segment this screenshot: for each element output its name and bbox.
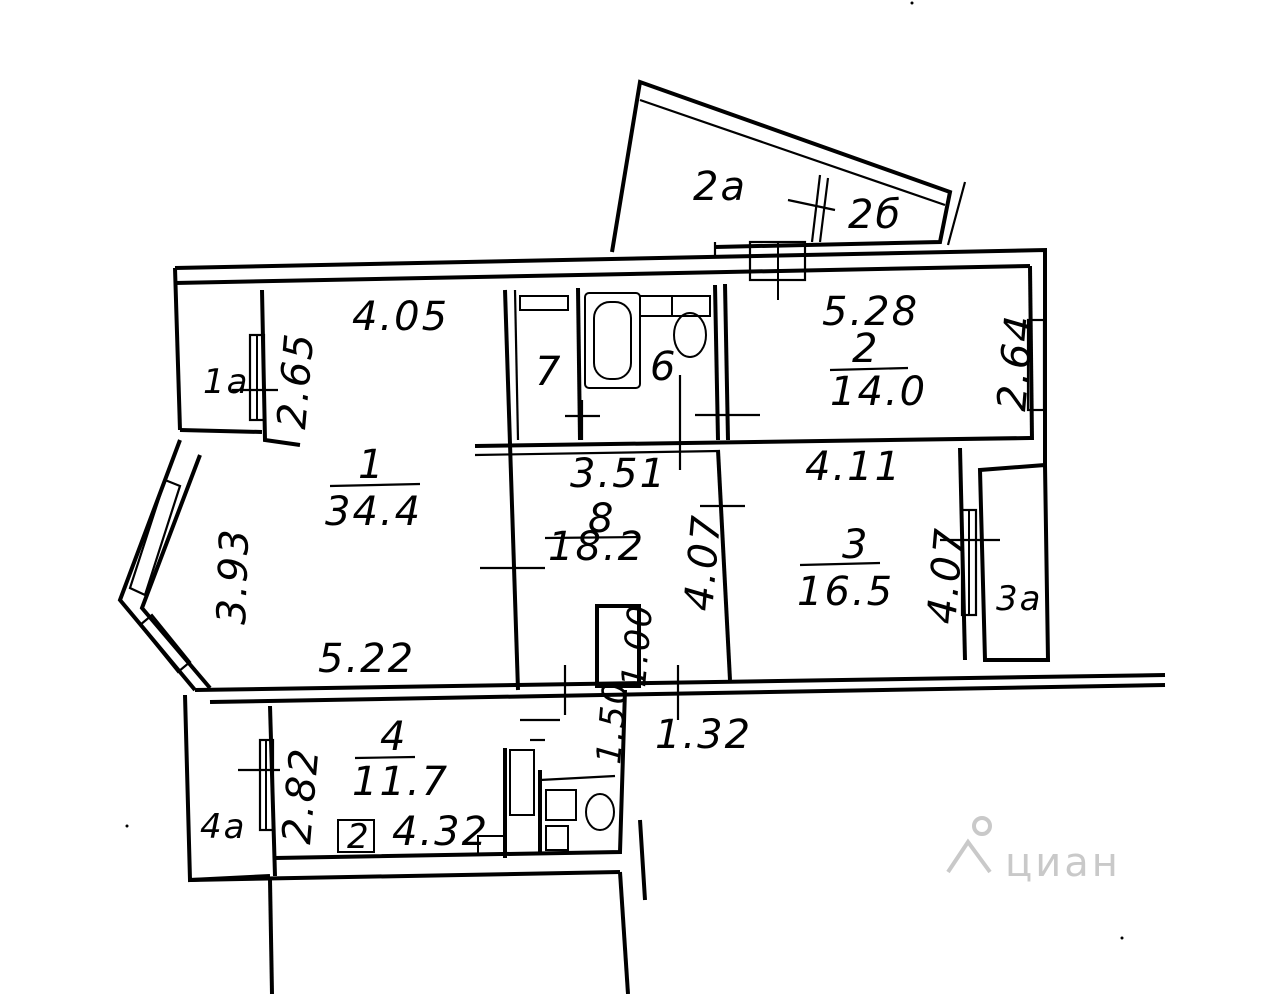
wall-1-8 bbox=[503, 289, 520, 691]
wall-4-bottom bbox=[274, 689, 627, 860]
balcony-rail bbox=[639, 98, 946, 207]
room-4-area: 11.7 bbox=[352, 759, 449, 805]
wall-6-2 bbox=[713, 284, 720, 441]
dim-8-top: 3.51 bbox=[570, 451, 667, 497]
wall-mid bbox=[194, 673, 1166, 692]
speck-2 bbox=[125, 824, 129, 828]
dim-closet: 1.00 bbox=[614, 602, 661, 689]
wall-riser bbox=[618, 871, 630, 994]
room-2b-number: 2б bbox=[848, 192, 902, 238]
kitchen-counter bbox=[509, 749, 535, 816]
wall-3a bbox=[977, 463, 1051, 662]
wall-corridor-top bbox=[474, 436, 1031, 448]
stove-symbol: 2 bbox=[347, 817, 371, 857]
room-3-area: 16.5 bbox=[797, 569, 894, 615]
kitchen-sink bbox=[477, 835, 505, 855]
room-4-fraction bbox=[354, 755, 416, 760]
dim-2-side: 2.64 bbox=[989, 312, 1043, 413]
room-2-fraction bbox=[829, 366, 909, 372]
balcony-divider bbox=[810, 174, 822, 243]
room-1-area: 34.4 bbox=[325, 489, 422, 535]
windows bbox=[128, 240, 1046, 832]
wc-box bbox=[545, 825, 569, 851]
wall-left-1a bbox=[173, 267, 182, 431]
fixtures: 2 bbox=[337, 292, 711, 857]
window-2 bbox=[1026, 318, 1046, 412]
room-2a-number: 2a bbox=[693, 164, 747, 210]
dim-4-bottom: 4.32 bbox=[392, 809, 489, 855]
watermark-text: циан bbox=[1005, 840, 1121, 886]
room-8-area: 18.2 bbox=[548, 524, 645, 570]
wall-4a bbox=[183, 694, 271, 883]
room-8-number: 8 bbox=[588, 496, 615, 542]
room-4-number: 4 bbox=[380, 714, 407, 760]
dim-4a-height: 2.82 bbox=[274, 745, 328, 846]
dim-8-side: 4.07 bbox=[676, 512, 730, 613]
wc-sink bbox=[545, 789, 577, 821]
speck-3 bbox=[1120, 936, 1124, 940]
room-3-fraction bbox=[799, 561, 881, 567]
room-6-number: 6 bbox=[650, 344, 677, 390]
toilet-bowl bbox=[673, 312, 707, 358]
bathtub-inner bbox=[593, 301, 632, 380]
watermark: циан bbox=[946, 816, 1121, 886]
wall-mid-inner bbox=[209, 683, 1166, 704]
room-8-fraction bbox=[544, 535, 641, 540]
room-4a-number: 4a bbox=[200, 807, 246, 847]
scan-specks bbox=[125, 1, 1124, 940]
closet bbox=[595, 604, 641, 688]
toilet-tank bbox=[671, 295, 711, 317]
tick-2a bbox=[787, 198, 836, 212]
balcony-2a bbox=[610, 79, 967, 257]
room-1-fraction bbox=[329, 482, 421, 488]
wall-4-outer bbox=[189, 870, 621, 882]
dim-1-top: 4.05 bbox=[352, 294, 449, 340]
speck-1 bbox=[910, 1, 914, 5]
wall-riser-b bbox=[638, 819, 647, 901]
room-1-number: 1 bbox=[358, 442, 385, 488]
wall-2-left bbox=[723, 283, 730, 441]
balcony-divider-b bbox=[818, 177, 830, 243]
stove bbox=[337, 819, 375, 853]
wall-top-inner bbox=[174, 264, 1031, 285]
room-2-number: 2 bbox=[852, 326, 879, 372]
wall-7-left bbox=[513, 289, 520, 441]
window-bay-2 bbox=[138, 613, 192, 674]
dim-2-top: 5.28 bbox=[822, 289, 919, 335]
wall-lower-left bbox=[268, 879, 274, 994]
room-labels: 1 34.4 1a 2 14.0 2a 2б 3 16.5 3a 4 11.7 … bbox=[200, 164, 1042, 847]
room-1a-number: 1a bbox=[203, 362, 249, 402]
dimension-labels: 4.05 2.65 3.93 5.22 5.28 2.64 3.51 4.07 … bbox=[209, 289, 1043, 855]
sink-bath bbox=[639, 295, 673, 317]
room-7-number: 7 bbox=[535, 349, 562, 395]
watermark-logo-icon bbox=[946, 816, 992, 874]
balcony-outline bbox=[610, 79, 953, 253]
dim-1-bottom: 5.22 bbox=[318, 636, 415, 682]
dim-1a-height: 2.65 bbox=[269, 330, 323, 431]
dim-hall: 1.32 bbox=[655, 712, 752, 758]
bathtub bbox=[584, 292, 641, 389]
ticks bbox=[232, 198, 1000, 772]
dim-3-side: 4.07 bbox=[919, 525, 973, 626]
window-bay-1 bbox=[128, 478, 182, 597]
wall-8-3 bbox=[716, 449, 732, 681]
room-2-area: 14.0 bbox=[830, 369, 927, 415]
dim-entry: 1.50 bbox=[589, 679, 636, 766]
wall-wc-top bbox=[539, 774, 616, 782]
shelf-7 bbox=[519, 295, 569, 311]
dim-1-bay: 3.93 bbox=[209, 527, 258, 626]
dim-3-top: 4.11 bbox=[805, 444, 902, 490]
wall-bay-inner bbox=[139, 454, 212, 690]
balcony-edge bbox=[946, 181, 967, 246]
wall-7-6 bbox=[576, 287, 582, 441]
room-3-number: 3 bbox=[842, 522, 869, 568]
wall-bottom-1a bbox=[179, 428, 263, 434]
wc-toilet bbox=[585, 793, 615, 831]
room-3a-number: 3a bbox=[996, 579, 1042, 619]
